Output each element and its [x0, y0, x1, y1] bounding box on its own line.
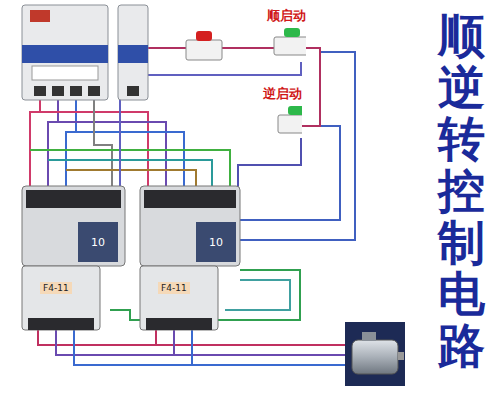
button-label: 逆启动: [262, 86, 302, 102]
vertical-title: 顺逆转控制电路: [438, 10, 485, 372]
push-button: 逆启动: [262, 86, 302, 136]
button-label: 顺启动: [266, 8, 306, 24]
control-wire: [302, 48, 320, 126]
contact-block-number: 10: [88, 235, 108, 250]
push-button: 顺启动: [266, 8, 306, 58]
contact-block-number: 10: [206, 235, 226, 250]
button-symbol: [262, 102, 302, 136]
button-symbol: [266, 24, 306, 58]
relay-model: F4-11: [158, 282, 190, 294]
relay-model: F4-11: [40, 282, 72, 294]
